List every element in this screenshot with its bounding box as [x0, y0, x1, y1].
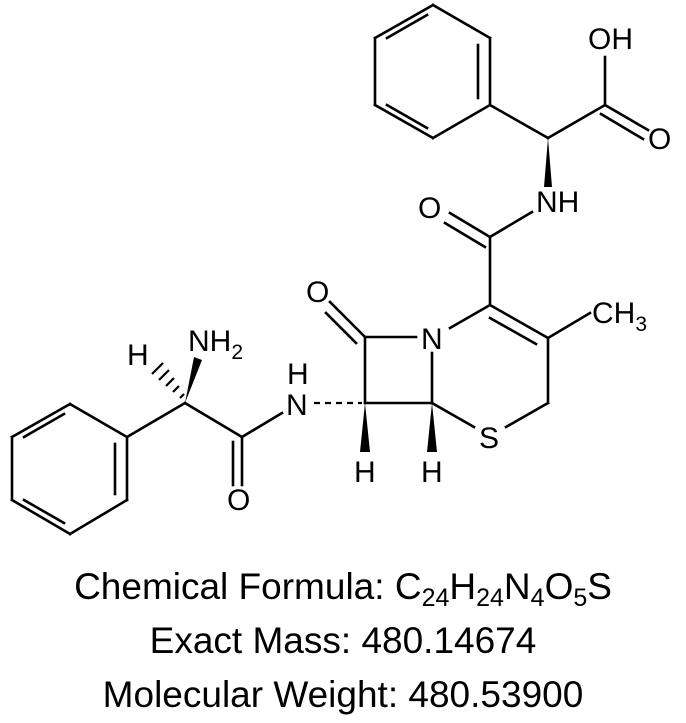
formula-element: C	[394, 566, 422, 607]
formula-element: S	[587, 566, 612, 607]
formula-element: O	[544, 566, 574, 607]
molecular-weight-value: 480.53900	[408, 674, 584, 715]
formula-count: 24	[421, 584, 450, 612]
molecular-weight: Molecular Weight: 480.53900	[0, 676, 686, 713]
bond-alpha-phenyl-bottom	[125, 401, 187, 439]
bond-amide-alpha-bottom	[183, 401, 244, 439]
atom-ring-n: N	[421, 323, 443, 356]
atom-amide-o-top: O	[418, 192, 441, 225]
bond-c4-s	[504, 401, 550, 429]
formula-count: 5	[573, 584, 588, 612]
chemical-structure: OH O NH O CH3 S N O H H H N O	[10, 3, 671, 536]
bond-nh-amide-bottom	[240, 411, 284, 439]
formula-count: 24	[476, 584, 504, 612]
atom-acid-o: O	[648, 123, 671, 156]
atom-nh-left-h: H	[287, 358, 309, 391]
atom-beta-lactam-o: O	[306, 276, 329, 309]
bond-c2-c3	[488, 303, 550, 340]
wedge-bond-alpha-nh2	[185, 357, 202, 403]
formula-element: N	[503, 566, 531, 607]
bond-phenyl-alpha	[488, 103, 550, 140]
formula-element: H	[449, 566, 477, 607]
molecular-weight-label: Molecular Weight:	[102, 674, 409, 715]
bond-c8-o	[328, 300, 367, 339]
atom-h-c7: H	[354, 456, 376, 489]
bond-c-o-acid	[603, 103, 650, 132]
bond-c3-ch3	[546, 311, 592, 340]
atom-nh2: NH2	[188, 325, 243, 364]
exact-mass: Exact Mass: 480.14674	[0, 622, 686, 659]
wedge-bond-alpha-nh	[544, 138, 552, 187]
atom-nh-left-n: N	[286, 389, 308, 422]
wedge-bond-c7-h	[360, 403, 370, 452]
top-phenyl-ring	[373, 3, 492, 140]
atom-ch3: CH3	[592, 297, 647, 336]
atom-amide-o-bottom: O	[227, 484, 250, 517]
exact-mass-value: 480.14674	[361, 620, 537, 661]
bond-amide-o	[448, 211, 492, 239]
atom-s: S	[479, 422, 499, 455]
exact-mass-label: Exact Mass:	[149, 620, 362, 661]
wedge-bond-c6-h	[427, 403, 437, 452]
formula-count: 4	[530, 584, 545, 612]
atom-nh-top: NH	[536, 186, 579, 219]
bond-s-c6	[430, 401, 476, 429]
bond-c2-n	[448, 303, 492, 330]
bond-nh-amide	[488, 210, 534, 239]
atom-oh: OH	[588, 23, 633, 56]
hashed-bond-alpha-h	[151, 362, 185, 399]
atom-alpha-h: H	[127, 339, 149, 372]
formula-label: Chemical Formula:	[74, 566, 395, 607]
bond-alpha-cooh	[546, 103, 607, 140]
atom-h-c6: H	[421, 456, 443, 489]
bottom-phenyl-ring	[10, 402, 129, 536]
chemical-formula: Chemical Formula: C24H24N4O5S	[0, 566, 686, 611]
